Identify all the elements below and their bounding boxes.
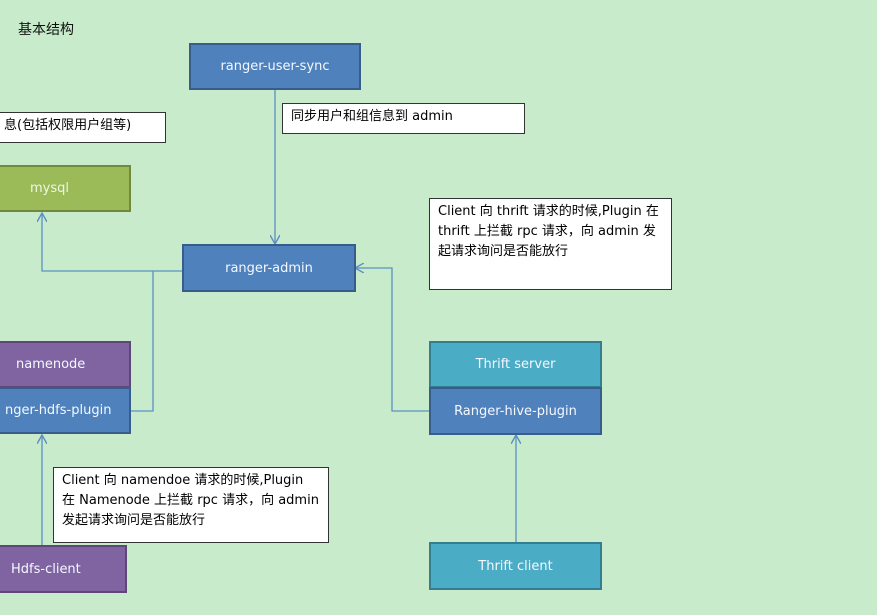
mysql-node: mysql xyxy=(0,165,131,212)
namenode-request-note: Client 向 namendoe 请求的时候,Plugin 在 Namenod… xyxy=(53,467,329,543)
thrift-request-note: Client 向 thrift 请求的时候,Plugin 在 thrift 上拦… xyxy=(429,198,672,290)
connector-hive-plugin-to-admin xyxy=(356,268,429,412)
ranger-admin-node: ranger-admin xyxy=(182,244,356,292)
namenode-node: namenode xyxy=(0,341,131,388)
thrift-client-node: Thrift client xyxy=(429,542,602,590)
connector-hdfs-plugin-to-admin xyxy=(130,271,154,412)
namenode-label: namenode xyxy=(16,357,86,372)
hdfs-client-label: Hdfs-client xyxy=(11,561,81,577)
user-sync-note: 同步用户和组信息到 admin xyxy=(282,103,525,134)
mysql-label: mysql xyxy=(30,181,69,196)
mysql-info-note: 息(包括权限用户组等) xyxy=(0,112,166,143)
page-title: 基本结构 xyxy=(18,22,74,38)
ranger-hdfs-plugin-label: nger-hdfs-plugin xyxy=(5,403,112,418)
ranger-hive-plugin-node: Ranger-hive-plugin xyxy=(429,387,602,435)
ranger-user-sync-node: ranger-user-sync xyxy=(189,43,361,90)
hdfs-client-node: Hdfs-client xyxy=(0,545,127,593)
ranger-hdfs-plugin-node: nger-hdfs-plugin xyxy=(0,387,131,434)
connector-admin-to-mysql xyxy=(42,214,182,272)
thrift-server-node: Thrift server xyxy=(429,341,602,388)
